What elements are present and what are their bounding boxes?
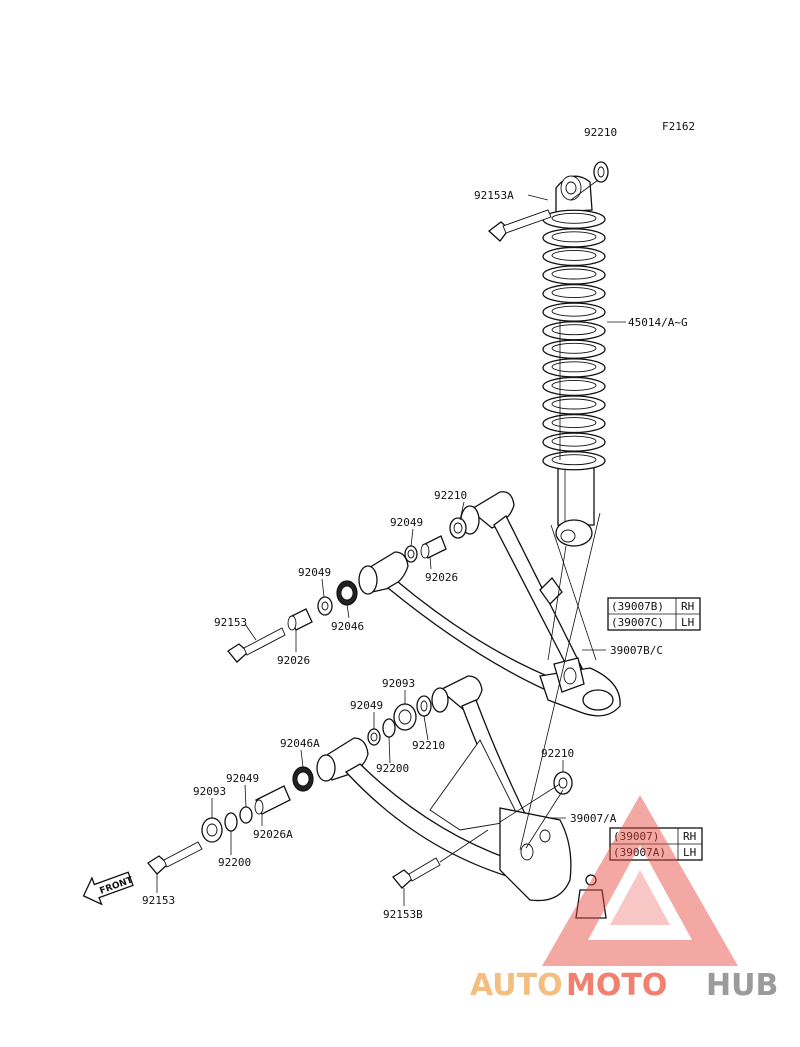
watermark-triangle-icon <box>542 795 738 966</box>
upper-table-part-2: (39007C) <box>611 616 664 629</box>
label-lower-arm: 39007/A <box>570 812 617 825</box>
watermark-logo: AUTO MOTO HUB <box>470 795 778 1003</box>
upper-arm-side-table: (39007B) RH (39007C) LH <box>607 597 701 631</box>
upper-table-side-2: LH <box>681 616 694 629</box>
label-upper-collar: 92210 <box>434 489 467 502</box>
part-labels: 92210 92153A 45014/A~G 92210 92049 92026… <box>142 126 688 921</box>
spring-coil-inner <box>551 342 597 354</box>
label-lower-collar-r: 92210 <box>412 739 445 752</box>
spring-coil-inner <box>551 212 597 224</box>
spring-coil-inner <box>551 361 597 373</box>
spring-coil-inner <box>551 379 597 391</box>
lower-table-side-2: LH <box>683 846 696 859</box>
label-lower-cap-r: 92093 <box>382 677 415 690</box>
label-lower-seal-r: 92049 <box>350 699 383 712</box>
spring-coil-inner <box>551 287 597 299</box>
spring-coil-inner <box>551 417 597 429</box>
front-arrow: FRONT <box>82 871 135 906</box>
watermark-word-auto: AUTO <box>470 968 563 1003</box>
upper-arm-hardware <box>227 517 467 663</box>
label-shock-lower-bolt: 92153B <box>383 908 423 921</box>
watermark-word-moto: MOTO <box>566 968 667 1003</box>
label-lower-collar-shock: 92210 <box>541 747 574 760</box>
label-lower-bolt: 92153 <box>142 894 175 907</box>
figure-code: F2162 <box>662 120 695 133</box>
label-lower-bushing-l: 92026A <box>253 828 293 841</box>
lower-table-side-1: RH <box>683 830 696 843</box>
spring-coil-inner <box>551 305 597 317</box>
shock-absorber <box>542 161 609 547</box>
lower-table-part-2: (39007A) <box>613 846 666 859</box>
label-shock-top-collar: 92210 <box>584 126 617 139</box>
lower-a-arm <box>316 675 607 919</box>
label-upper-bearing: 92046 <box>331 620 364 633</box>
watermark-word-hub: HUB <box>706 968 778 1003</box>
label-lower-bearing: 92046A <box>280 737 320 750</box>
lower-table-part-1: (39007) <box>613 830 659 843</box>
upper-table-side-1: RH <box>681 600 694 613</box>
spring-coil-inner <box>551 249 597 261</box>
label-lower-washer-r: 92200 <box>376 762 409 775</box>
upper-a-arm <box>358 491 621 717</box>
spring-coil-inner <box>551 454 597 466</box>
spring-coil-inner <box>551 324 597 336</box>
upper-table-part-1: (39007B) <box>611 600 664 613</box>
label-upper-seal-r: 92049 <box>390 516 423 529</box>
label-upper-arm: 39007B/C <box>610 644 663 657</box>
label-lower-seal-l: 92049 <box>226 772 259 785</box>
guide-lines <box>439 179 601 863</box>
spring-coil-inner <box>551 435 597 447</box>
lower-arm-side-table: (39007) RH (39007A) LH <box>609 827 703 861</box>
spring-coil-inner <box>551 268 597 280</box>
lower-arm-hardware <box>147 695 573 889</box>
label-lower-cap-l: 92093 <box>193 785 226 798</box>
label-lower-washer-l: 92200 <box>218 856 251 869</box>
label-upper-bolt: 92153 <box>214 616 247 629</box>
label-shock-assy: 45014/A~G <box>628 316 688 329</box>
label-shock-bolt: 92153A <box>474 189 514 202</box>
label-upper-bushing-r: 92026 <box>425 571 458 584</box>
leader-lines <box>156 194 626 906</box>
label-upper-bushing-l: 92026 <box>277 654 310 667</box>
spring-coil-inner <box>551 398 597 410</box>
label-upper-seal-l: 92049 <box>298 566 331 579</box>
shock-top-bolt <box>487 209 552 242</box>
spring-coil-inner <box>551 231 597 243</box>
